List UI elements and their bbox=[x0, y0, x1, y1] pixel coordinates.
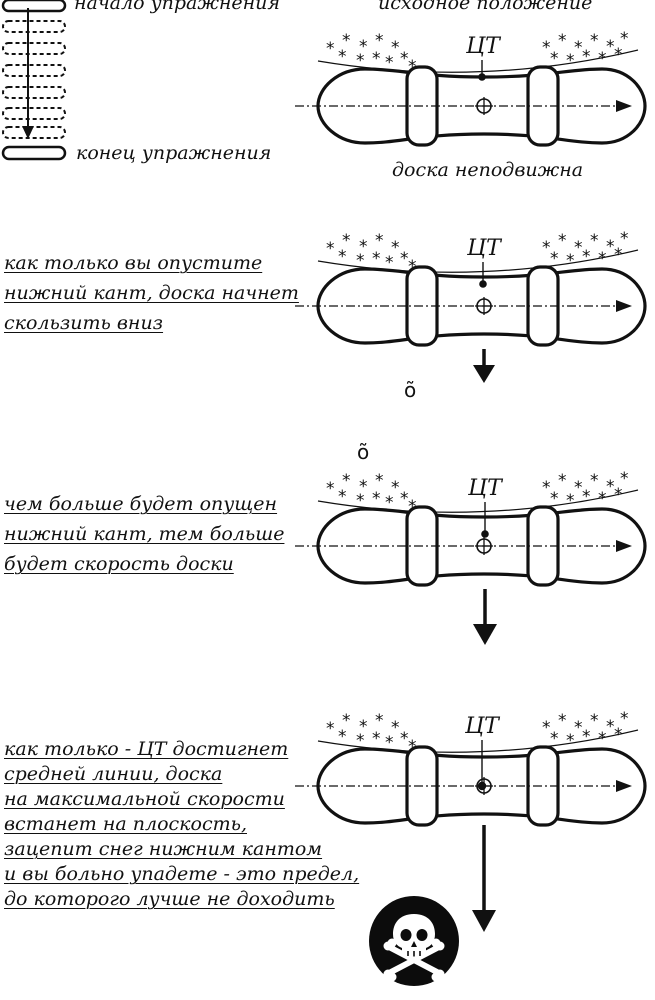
initial-position-heading: исходное положение bbox=[378, 0, 593, 14]
cg-label-step-1: ЦТ bbox=[467, 236, 501, 261]
step-1-line-1: как только вы опустите bbox=[4, 252, 263, 274]
legend-start-label: начало упражнения bbox=[74, 0, 281, 14]
step-3-line-6: и вы больно упадете - это предел, bbox=[4, 863, 360, 885]
cg-label-step-2: ЦТ bbox=[468, 476, 502, 501]
stray-glyph-2: õ bbox=[357, 440, 370, 464]
step-3-line-7: до которого лучше не доходить bbox=[4, 888, 335, 910]
step-2-line-2: нижний кант, тем больше bbox=[4, 523, 285, 545]
center-of-gravity-dot bbox=[477, 781, 487, 791]
center-of-gravity-dot bbox=[478, 73, 486, 81]
cg-label-initial: ЦТ bbox=[466, 34, 500, 59]
board-step-2 bbox=[293, 467, 647, 645]
board-step-1 bbox=[293, 227, 647, 383]
legend-end-board bbox=[1, 145, 67, 161]
step-3-line-4: встанет на плоскость, bbox=[4, 813, 247, 835]
cg-label-step-3: ЦТ bbox=[465, 714, 499, 739]
board-step-3 bbox=[293, 707, 647, 932]
step-2-line-3: будет скорость доски bbox=[4, 553, 234, 575]
step-3-line-1: как только - ЦТ достигнет bbox=[4, 738, 289, 760]
step-3-line-2: средней линии, доска bbox=[4, 763, 223, 785]
step-1-line-3: скользить вниз bbox=[4, 312, 164, 334]
legend-intermediate-boards bbox=[2, 20, 66, 139]
skull-crossbones-icon bbox=[369, 896, 459, 986]
step-3-line-5: зацепит снег нижним кантом bbox=[4, 838, 323, 860]
center-of-gravity-dot bbox=[481, 530, 489, 538]
board-stationary-caption: доска неподвижна bbox=[392, 159, 584, 181]
legend-end-label: конец упражнения bbox=[76, 142, 272, 164]
legend-start-board bbox=[1, 0, 67, 13]
step-1-line-2: нижний кант, доска начнет bbox=[4, 282, 299, 304]
step-3-line-3: на максимальной скорости bbox=[4, 788, 285, 810]
center-of-gravity-dot bbox=[479, 280, 487, 288]
board-initial bbox=[293, 27, 647, 147]
legend-arrow-head bbox=[22, 126, 34, 139]
step-2-line-1: чем больше будет опущен bbox=[4, 493, 278, 515]
stray-glyph-1: õ bbox=[404, 378, 417, 402]
